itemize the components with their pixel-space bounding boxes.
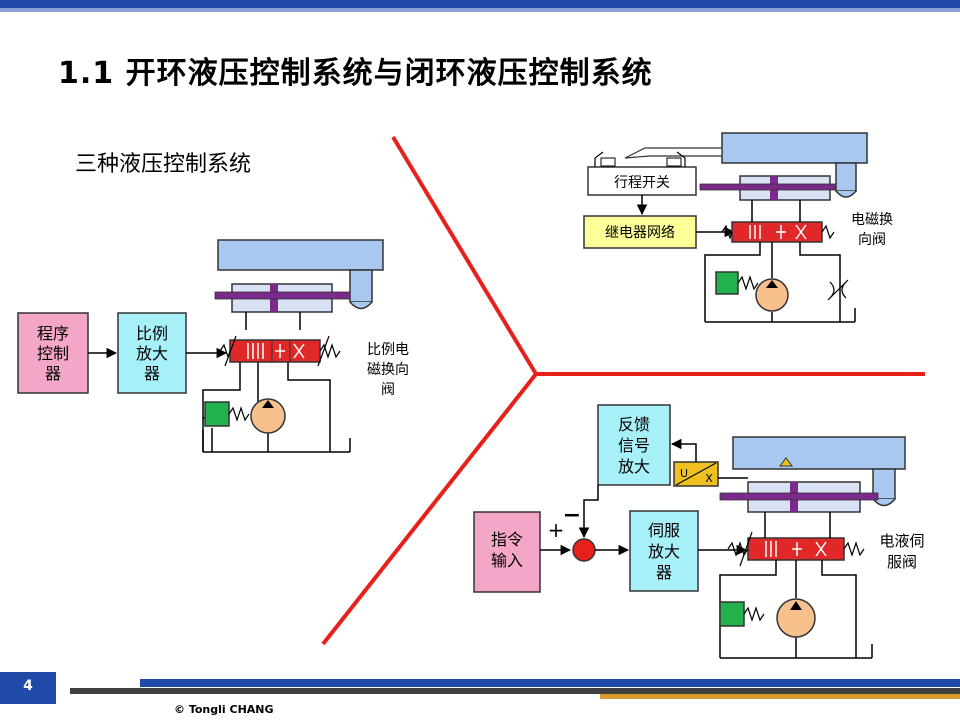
lvdt-u-label: U	[680, 467, 688, 480]
hydraulic-pump	[250, 398, 286, 434]
servo-amplifier-line2: 放大	[648, 542, 680, 561]
bottom-accent-bar-orange	[600, 694, 960, 699]
slide-subtitle: 三种液压控制系统	[75, 152, 252, 177]
travel-switch-box	[587, 166, 697, 196]
servo-amplifier-line1: 伺服	[648, 521, 680, 540]
feedback-amplifier-line3: 放大	[618, 457, 650, 476]
top-accent-bar-light	[0, 8, 960, 12]
servo-amplifier-box	[629, 510, 699, 592]
servo-valve-label-line1: 电液伺	[879, 532, 924, 550]
piston-rod	[214, 291, 351, 300]
proportional-amplifier-line3: 器	[144, 364, 160, 383]
feedback-amplifier-line2: 信号	[618, 436, 650, 455]
program-controller-line1: 程序	[37, 324, 69, 343]
bottom-accent-bar-gray	[70, 688, 960, 694]
plus-sign: +	[548, 518, 565, 542]
solenoid-control-system: 行程开关 继电器网络	[583, 132, 893, 323]
copyright-text: © Tongli CHANG	[174, 703, 274, 716]
minus-sign: −	[563, 503, 581, 528]
program-controller-line3: 器	[45, 364, 61, 383]
servo-valve-label-line2: 服阀	[887, 553, 917, 571]
slide-title: 1.1 开环液压控制系统与闭环液压控制系统	[58, 56, 653, 91]
feedback-amplifier-box	[597, 404, 671, 486]
relay-network-label: 继电器网络	[605, 225, 675, 241]
command-input-line1: 指令	[491, 530, 523, 549]
lvdt-x-label: X	[705, 472, 713, 485]
proportional-valve-label-line2: 磁换向	[367, 361, 409, 378]
proportional-valve-label-line3: 阀	[381, 382, 395, 398]
command-input-box	[473, 511, 541, 593]
program-controller-line2: 控制	[37, 344, 69, 363]
relay-network-box	[583, 215, 697, 249]
feedback-amplifier-line1: 反馈	[618, 415, 650, 434]
proportional-control-system: 程序 控制 器 比例 放大 器	[17, 239, 409, 453]
servo-control-system: 反馈 信号 放大 U X 指令 输入 + − 伺服 放大 器	[473, 404, 925, 659]
proportional-amplifier-line1: 比例	[136, 324, 168, 343]
travel-switch-label: 行程开关	[614, 175, 670, 191]
relief-valve	[204, 401, 230, 427]
solenoid-valve-label-line2: 向阀	[858, 232, 886, 248]
solenoid-valve-label-line1: 电磁换	[851, 211, 893, 228]
command-input-line2: 输入	[491, 551, 523, 570]
servo-amplifier-line3: 器	[656, 563, 672, 582]
bottom-accent-bar-blue	[140, 679, 960, 687]
top-accent-bar	[0, 0, 960, 8]
page-number-box	[0, 672, 56, 704]
hydraulic-pump-2	[755, 278, 789, 312]
work-table-3	[732, 436, 906, 470]
page-number: 4	[23, 678, 33, 694]
proportional-valve-label-line1: 比例电	[367, 342, 409, 358]
proportional-amplifier-line2: 放大	[136, 344, 168, 363]
divider-lines	[321, 135, 925, 646]
work-table-2	[721, 132, 868, 164]
hydraulic-pump-3	[776, 598, 816, 638]
work-table	[217, 239, 384, 271]
summing-junction	[572, 538, 596, 562]
